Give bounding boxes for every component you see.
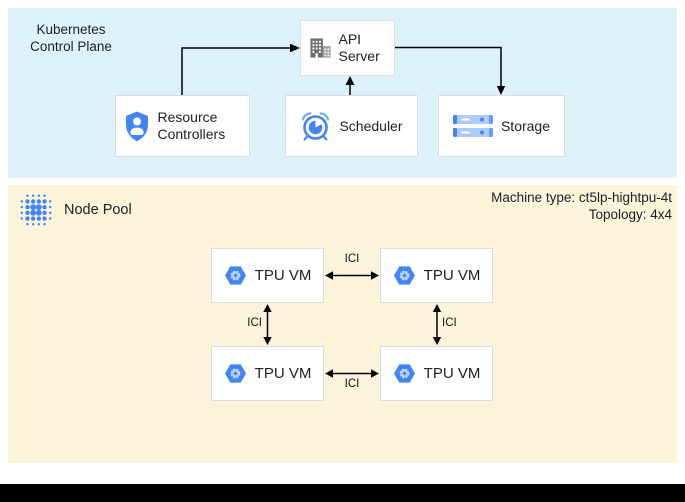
machine-type-text: Machine type: ct5lp-hightpu-4t bbox=[491, 190, 672, 205]
tpu-vm-node-bottom-left: TPU VM bbox=[211, 346, 324, 401]
control-plane-title: Kubernetes Control Plane bbox=[30, 22, 112, 54]
storage-label: Storage bbox=[500, 117, 551, 134]
tpu-hexagon-icon bbox=[393, 364, 415, 383]
ici-link-label-left: ICI bbox=[247, 317, 262, 329]
resource-controllers-node: Resource Controllers bbox=[115, 95, 250, 157]
shield-user-icon bbox=[125, 111, 148, 141]
tpu-hexagon-icon bbox=[393, 266, 415, 285]
tpu-vm-label: TPU VM bbox=[254, 267, 312, 284]
machine-info: Machine type: ct5lp-hightpu-4t Topology:… bbox=[491, 189, 672, 223]
tpu-vm-label: TPU VM bbox=[423, 267, 481, 284]
alarm-clock-icon bbox=[302, 111, 330, 140]
tpu-vm-node-top-left: TPU VM bbox=[211, 248, 324, 303]
tpu-vm-label: TPU VM bbox=[423, 365, 481, 382]
scheduler-node: Scheduler bbox=[285, 95, 418, 157]
ici-link-label-top: ICI bbox=[344, 253, 360, 265]
tpu-vm-node-bottom-right: TPU VM bbox=[380, 346, 493, 401]
dots-grid-icon bbox=[20, 194, 52, 226]
storage-node: Storage bbox=[438, 95, 565, 157]
tpu-vm-label: TPU VM bbox=[254, 365, 312, 382]
resource-controllers-label: Resource Controllers bbox=[157, 109, 226, 142]
scheduler-label: Scheduler bbox=[339, 117, 403, 134]
node-pool-title: Node Pool bbox=[64, 202, 132, 218]
tpu-hexagon-icon bbox=[224, 266, 246, 285]
api-server-label: API Server bbox=[338, 31, 380, 64]
ici-link-label-bottom: ICI bbox=[344, 378, 360, 390]
topology-text: Topology: 4x4 bbox=[588, 207, 672, 222]
storage-stack-icon bbox=[452, 115, 493, 137]
tpu-vm-node-top-right: TPU VM bbox=[380, 248, 493, 303]
bottom-bar bbox=[0, 484, 685, 502]
ici-link-label-right: ICI bbox=[442, 317, 457, 329]
tpu-hexagon-icon bbox=[224, 364, 246, 383]
api-server-node: API Server bbox=[300, 20, 395, 76]
node-pool-panel bbox=[8, 185, 677, 463]
building-icon bbox=[309, 38, 331, 58]
